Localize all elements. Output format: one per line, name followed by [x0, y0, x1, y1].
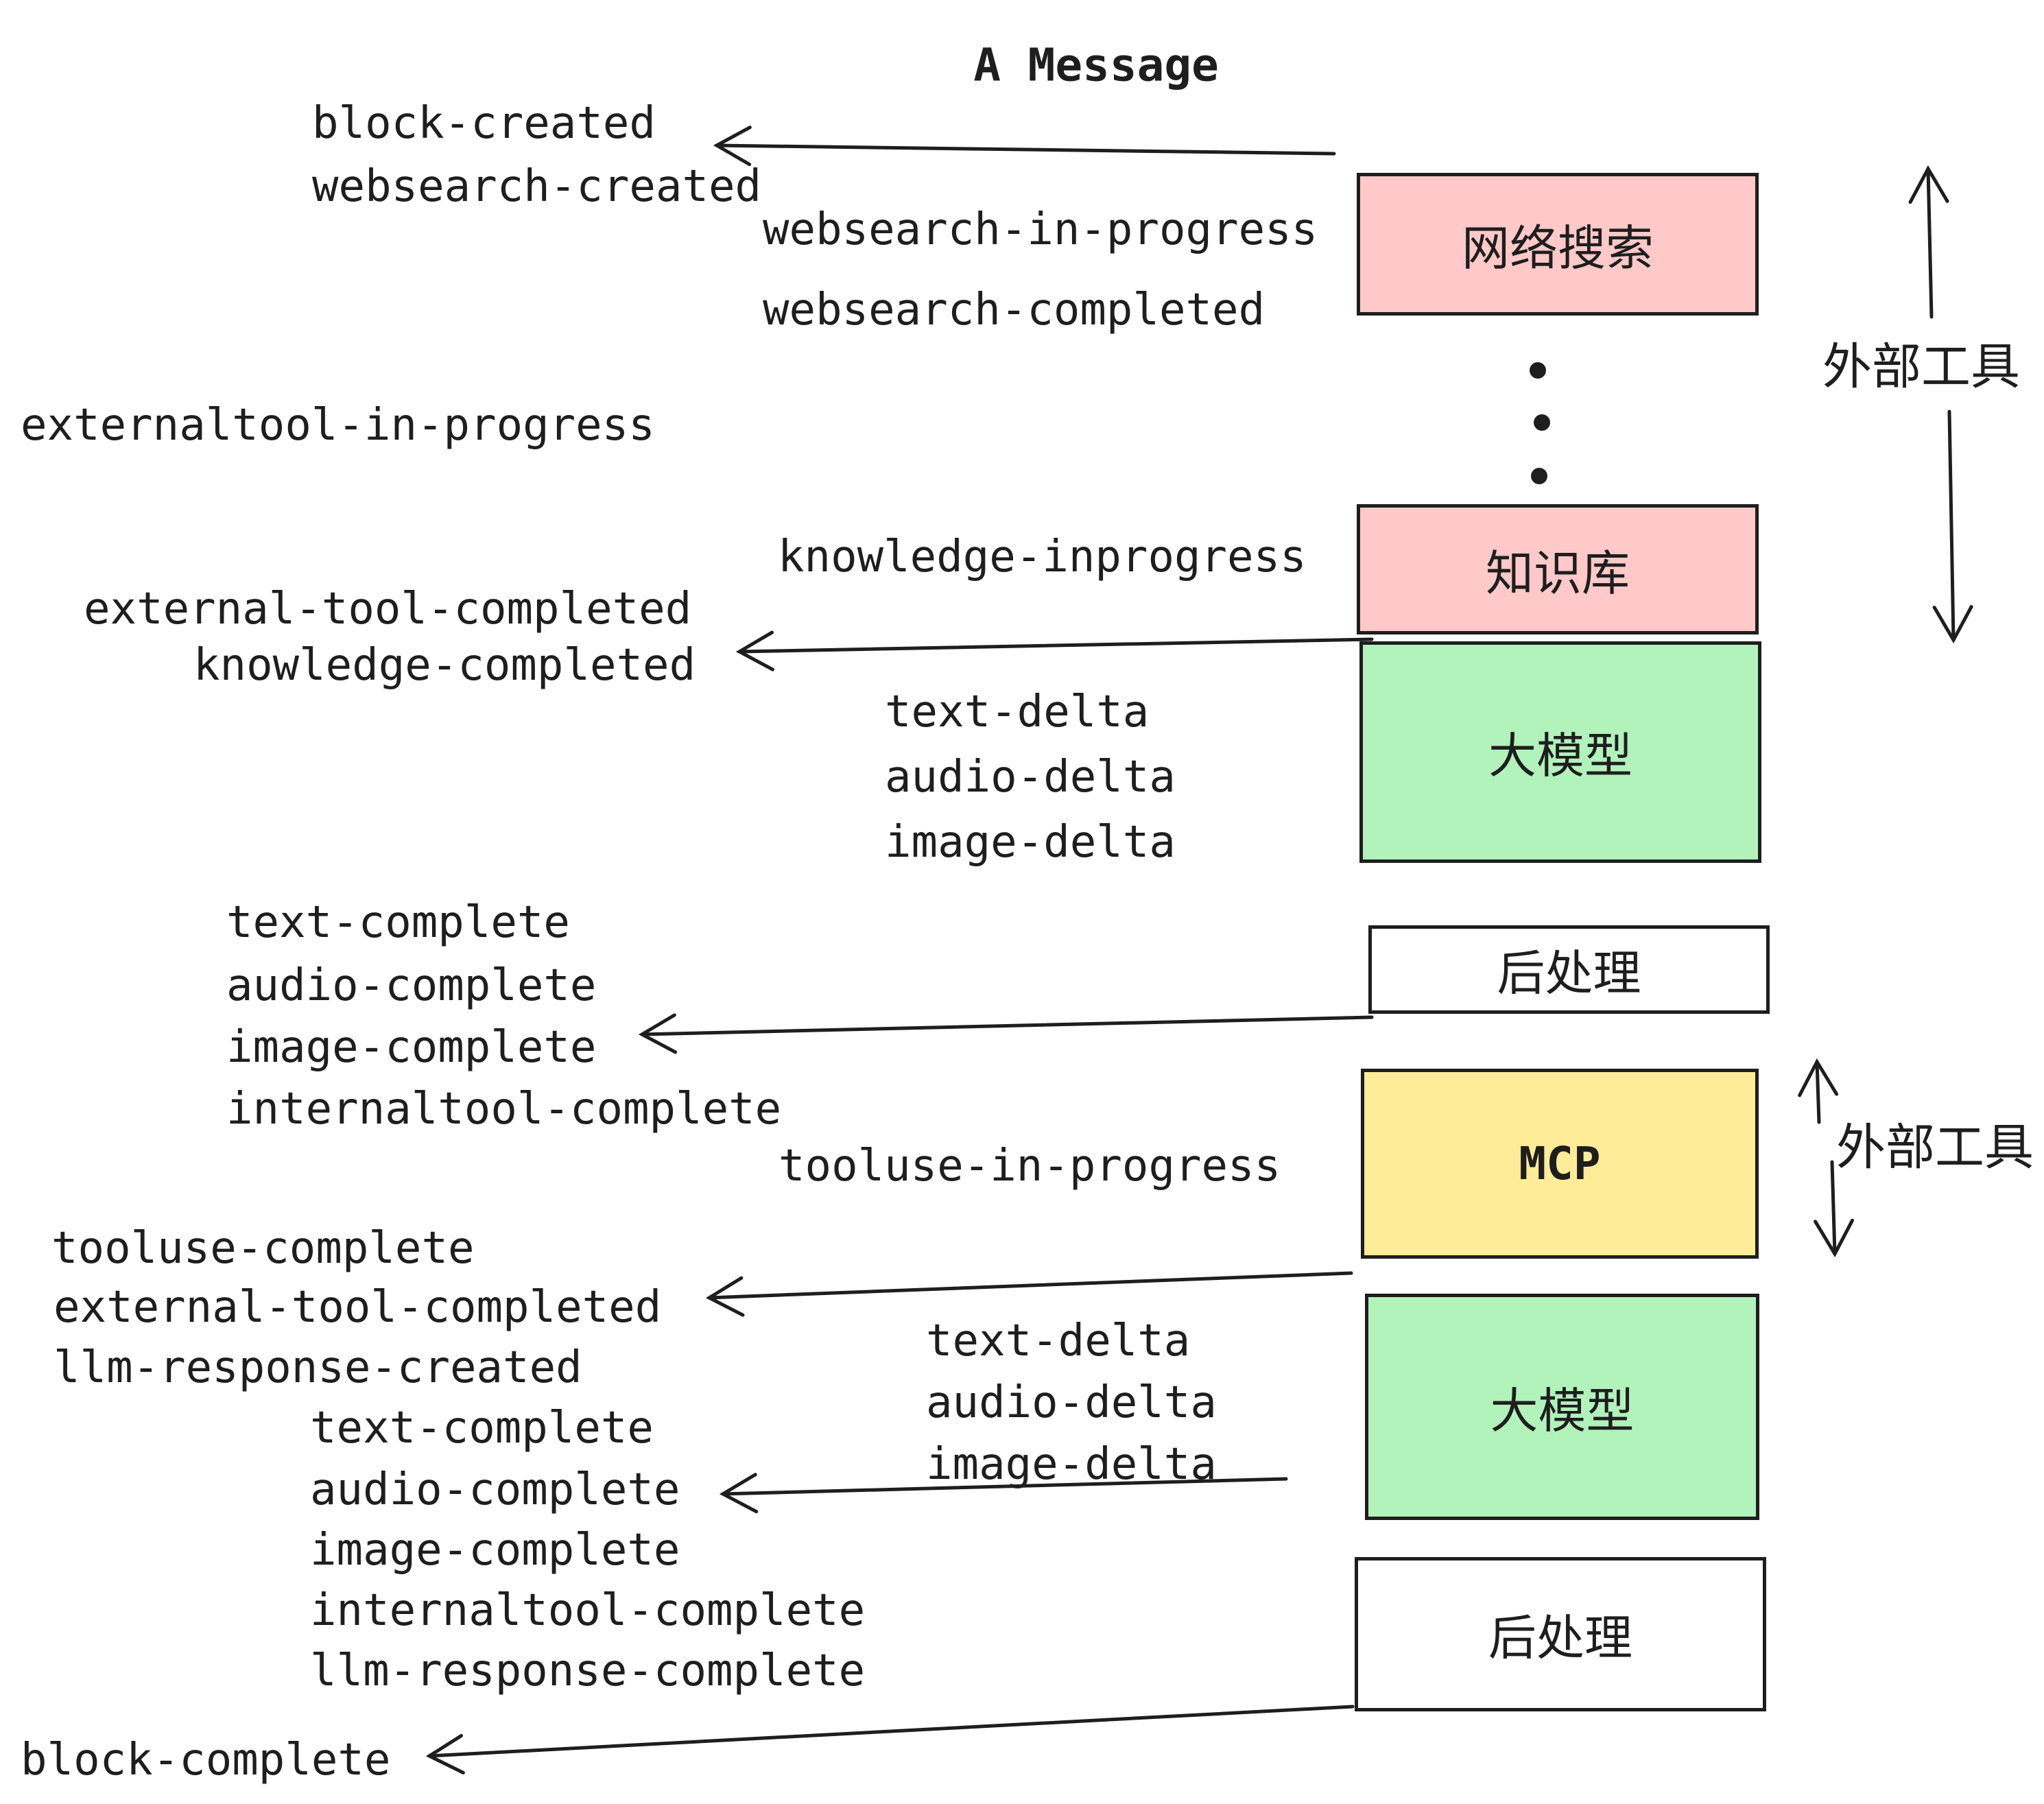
event-label-audio-complete-2: audio-complete — [310, 1464, 680, 1515]
event-label-internaltool-complete-1: internaltool-complete — [226, 1084, 782, 1135]
event-label-image-complete-1: image-complete — [226, 1022, 597, 1073]
node-postprocess-2: 后处理 — [1355, 1557, 1766, 1711]
event-label-websearch-completed: websearch-completed — [763, 285, 1265, 335]
arrow-knowledge-to-knowledge-completed — [735, 630, 1374, 672]
node-knowledge: 知识库 — [1357, 504, 1759, 634]
node-llm-1: 大模型 — [1359, 641, 1761, 863]
node-websearch: 网络搜索 — [1357, 173, 1759, 316]
node-postprocess-1: 后处理 — [1368, 925, 1770, 1014]
node-websearch-label: 网络搜索 — [1462, 219, 1654, 276]
event-label-websearch-in-progress: websearch-in-progress — [763, 204, 1318, 255]
arrow-mcp-to-tooluse-complete — [705, 1271, 1353, 1317]
node-mcp: MCP — [1361, 1069, 1759, 1259]
node-llm-1-label: 大模型 — [1488, 728, 1632, 784]
external-tools-top-arrow-up — [1908, 165, 1949, 319]
event-label-text-complete-1: text-complete — [226, 897, 570, 948]
node-llm-2-label: 大模型 — [1490, 1382, 1635, 1439]
event-label-tooluse-complete: tooluse-complete — [51, 1223, 475, 1274]
event-label-image-delta-1: image-delta — [885, 817, 1176, 868]
external-tools-label-top: 外部工具 — [1822, 337, 2021, 396]
event-label-llm-response-complete: llm-response-complete — [310, 1646, 866, 1696]
external-tools-top-arrow-down — [1932, 410, 1973, 644]
event-label-text-delta-2: text-delta — [926, 1316, 1191, 1366]
external-tools-bottom-arrow-up — [1798, 1058, 1839, 1124]
external-tools-label-bottom: 外部工具 — [1836, 1118, 2034, 1176]
external-tools-bottom-arrow-down — [1814, 1160, 1855, 1258]
event-label-knowledge-inprogress: knowledge-inprogress — [778, 532, 1307, 582]
ellipsis-dots — [1530, 362, 1550, 484]
node-postprocess-1-label: 后处理 — [1497, 945, 1641, 1001]
event-label-websearch-created: websearch-created — [312, 161, 762, 212]
node-postprocess-2-label: 后处理 — [1488, 1610, 1632, 1666]
event-label-block-created: block-created — [312, 98, 656, 149]
event-label-text-complete-2: text-complete — [310, 1403, 654, 1453]
arrow-post2-to-block-complete — [425, 1705, 1355, 1775]
event-label-external-tool-completed-2: external-tool-completed — [54, 1282, 662, 1333]
event-label-image-delta-2: image-delta — [926, 1439, 1217, 1490]
event-label-image-complete-2: image-complete — [310, 1525, 680, 1576]
event-label-external-tool-completed-1: external-tool-completed — [84, 584, 692, 634]
arrow-post1-to-complete-list — [638, 1013, 1374, 1054]
event-label-externaltool-in-progress: externaltool-in-progress — [21, 400, 655, 451]
event-label-text-delta-1: text-delta — [885, 687, 1150, 737]
event-label-tooluse-in-progress: tooluse-in-progress — [779, 1141, 1281, 1191]
event-label-audio-delta-1: audio-delta — [885, 752, 1176, 803]
event-label-knowledge-completed: knowledge-completed — [193, 640, 696, 691]
event-label-internaltool-complete-2: internaltool-complete — [310, 1585, 866, 1636]
arrow-websearch-to-block-created — [713, 126, 1336, 167]
event-label-audio-complete-1: audio-complete — [226, 960, 597, 1011]
event-label-block-complete: block-complete — [21, 1735, 391, 1785]
event-label-llm-response-created: llm-response-created — [54, 1342, 582, 1393]
node-mcp-label: MCP — [1519, 1137, 1601, 1190]
event-label-audio-delta-2: audio-delta — [926, 1377, 1217, 1428]
node-llm-2: 大模型 — [1365, 1294, 1759, 1520]
diagram-title: A Message — [973, 38, 1219, 92]
node-knowledge-label: 知识库 — [1486, 545, 1630, 602]
